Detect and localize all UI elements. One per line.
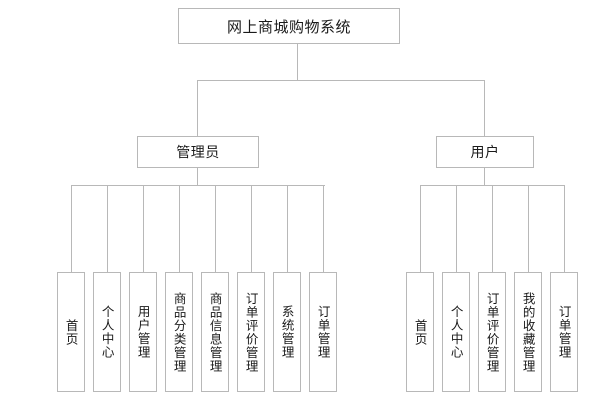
connector-admin-stem [197, 168, 198, 185]
node-branch-user-label: 用户 [470, 145, 500, 161]
connector-admin-drop-1 [71, 185, 72, 272]
connector-level2-bus [197, 80, 484, 81]
leaf-user-3[interactable]: 订单评价管理 [478, 272, 506, 392]
connector-admin-bus [71, 185, 325, 186]
connector-drop-admin [197, 80, 198, 136]
connector-user-stem [484, 168, 485, 185]
connector-user-drop-3 [492, 185, 493, 272]
connector-root-stem [297, 44, 298, 80]
node-branch-admin[interactable]: 管理员 [137, 136, 259, 168]
leaf-user-5[interactable]: 订单管理 [550, 272, 578, 392]
leaf-admin-3[interactable]: 用户管理 [129, 272, 157, 392]
connector-admin-drop-5 [215, 185, 216, 272]
leaf-admin-8-label: 订单管理 [315, 305, 331, 359]
leaf-user-4[interactable]: 我的收藏管理 [514, 272, 542, 392]
connector-user-drop-2 [456, 185, 457, 272]
connector-admin-drop-3 [143, 185, 144, 272]
leaf-admin-7-label: 系统管理 [279, 305, 295, 359]
connector-user-drop-1 [420, 185, 421, 272]
connector-user-drop-5 [564, 185, 565, 272]
connector-admin-drop-2 [107, 185, 108, 272]
leaf-admin-7[interactable]: 系统管理 [273, 272, 301, 392]
node-root-system[interactable]: 网上商城购物系统 [178, 8, 400, 44]
connector-admin-drop-8 [323, 185, 324, 272]
node-branch-user[interactable]: 用户 [436, 136, 534, 168]
connector-admin-drop-6 [251, 185, 252, 272]
leaf-admin-1-label: 首页 [63, 318, 79, 346]
leaf-admin-1[interactable]: 首页 [57, 272, 85, 392]
node-branch-admin-label: 管理员 [176, 145, 220, 161]
leaf-user-4-label: 我的收藏管理 [520, 291, 536, 373]
connector-drop-user [484, 80, 485, 136]
leaf-user-1-label: 首页 [412, 318, 428, 346]
leaf-admin-4[interactable]: 商品分类管理 [165, 272, 193, 392]
leaf-admin-5-label: 商品信息管理 [207, 291, 223, 373]
node-root-label: 网上商城购物系统 [226, 17, 351, 36]
leaf-user-1[interactable]: 首页 [406, 272, 434, 392]
leaf-admin-6[interactable]: 订单评价管理 [237, 272, 265, 392]
leaf-admin-2[interactable]: 个人中心 [93, 272, 121, 392]
connector-admin-drop-7 [287, 185, 288, 272]
leaf-admin-6-label: 订单评价管理 [243, 291, 259, 373]
leaf-admin-5[interactable]: 商品信息管理 [201, 272, 229, 392]
leaf-admin-8[interactable]: 订单管理 [309, 272, 337, 392]
leaf-user-2-label: 个人中心 [448, 305, 464, 359]
leaf-admin-3-label: 用户管理 [135, 305, 151, 359]
leaf-admin-2-label: 个人中心 [99, 305, 115, 359]
leaf-user-3-label: 订单评价管理 [484, 291, 500, 373]
leaf-user-2[interactable]: 个人中心 [442, 272, 470, 392]
leaf-admin-4-label: 商品分类管理 [171, 291, 187, 373]
connector-user-drop-4 [528, 185, 529, 272]
leaf-user-5-label: 订单管理 [556, 305, 572, 359]
connector-admin-drop-4 [179, 185, 180, 272]
